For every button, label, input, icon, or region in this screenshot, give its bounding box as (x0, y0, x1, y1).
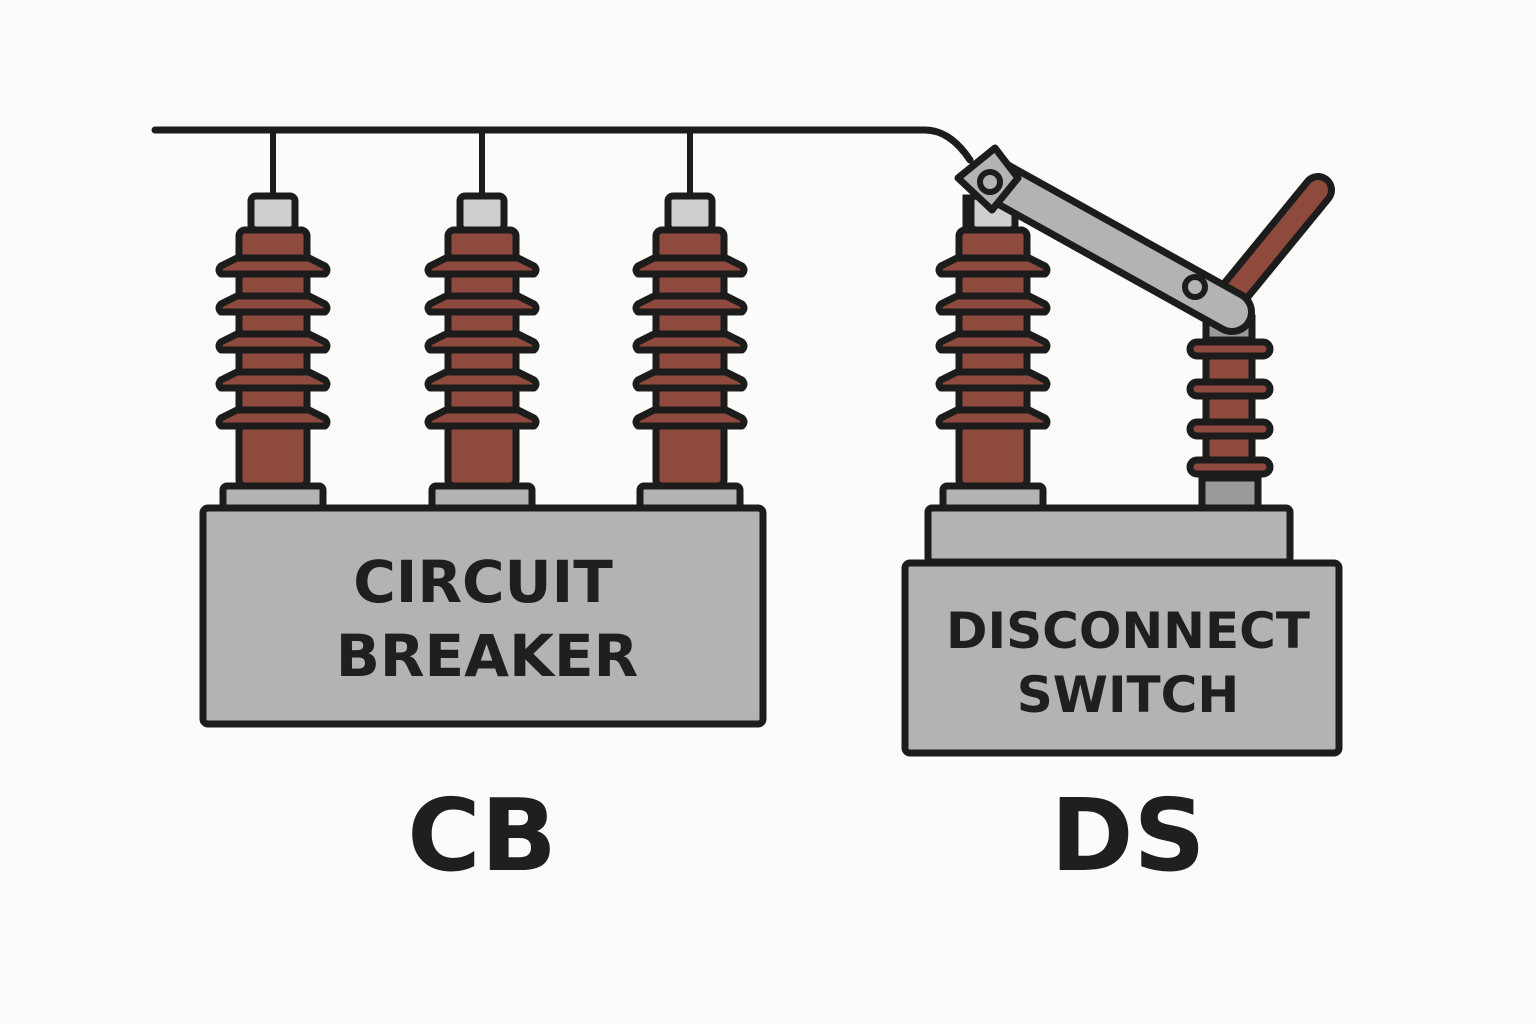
cb-abbreviation: CB (407, 777, 557, 894)
cb-label-line2: BREAKER (336, 622, 639, 690)
cb-tank (199, 504, 767, 728)
cb-insulator-2 (428, 196, 536, 518)
cb-insulator-1 (219, 196, 327, 518)
ds-label-line1: DISCONNECT (946, 602, 1310, 660)
ds-housing (901, 559, 1343, 757)
cb-insulator-3 (636, 196, 744, 518)
ds-base-plate (924, 504, 1294, 566)
ds-blade (954, 144, 1255, 335)
cb-label-line1: CIRCUIT (353, 548, 613, 616)
ds-insulator-right (1186, 314, 1274, 514)
bus-conductor (151, 126, 974, 164)
ds-abbreviation: DS (1050, 777, 1205, 894)
cb-drops (270, 130, 693, 196)
ds-label-line2: SWITCH (1017, 666, 1239, 724)
ds-insulator-left (939, 196, 1047, 518)
